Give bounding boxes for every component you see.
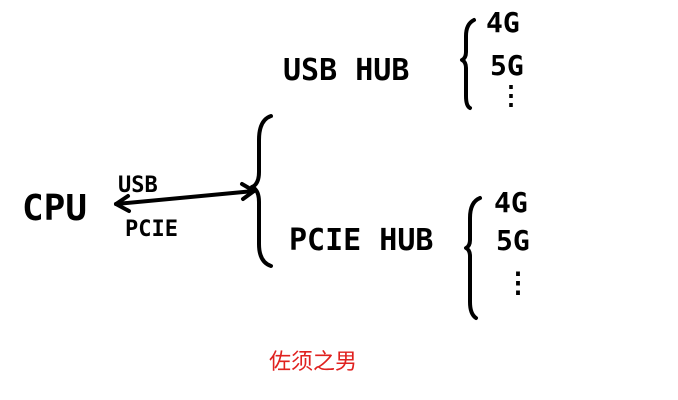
arrow-head-left [114,194,131,213]
usb-hub-item-5g: 5G [490,49,524,82]
arrow-head-right [240,182,256,201]
usb-hub-brace [460,18,476,110]
usb-link-label: USB [118,173,158,198]
usb-hub-item-4g: 4G [486,6,520,39]
main-brace [250,114,273,268]
pcie-link-label: PCIE [125,217,178,242]
pcie-hub-item-5g: 5G [496,224,530,257]
pcie-hub-label: PCIE HUB [289,223,434,258]
usb-hub-item-more: ⋮ [498,81,524,111]
pcie-hub-item-4g: 4G [494,186,528,219]
pcie-hub-brace [464,196,482,320]
bidirectional-arrow [114,182,256,213]
cpu-label: CPU [22,188,87,229]
author-signature: 佐须之男 [269,350,357,375]
arrow-shaft [114,189,256,206]
pcie-hub-item-more: ⋮ [504,266,532,299]
usb-hub-label: USB HUB [283,53,409,88]
